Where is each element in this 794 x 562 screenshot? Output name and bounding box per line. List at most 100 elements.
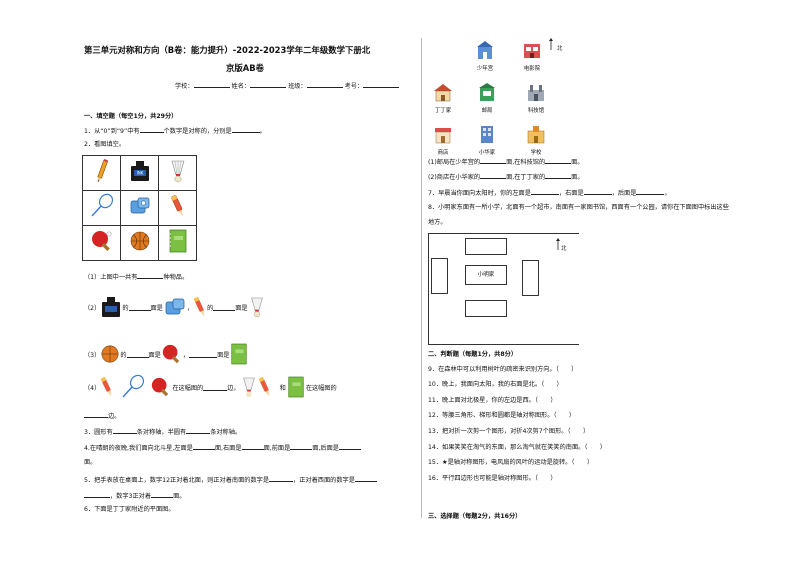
q3-blank-1[interactable] [112, 427, 137, 434]
q7-blank-2[interactable] [583, 188, 612, 195]
xiaoming-map: 小明家 北 [428, 233, 579, 345]
object-grid: INK [82, 155, 197, 261]
shop-icon [435, 128, 451, 144]
school-icon [527, 126, 545, 144]
judge-item: 16．平行四边形也可能是轴对称图形。（ ） [428, 475, 557, 482]
pencil-icon [96, 159, 108, 183]
sub4-blank-1[interactable] [203, 384, 228, 391]
exam-no-label: 考号： [344, 83, 364, 90]
q6-2-blank-1[interactable] [480, 172, 507, 179]
question-5: 5．把手表放在桌面上，数字12正对着北面，则正对着南面的数字是，正对着西面的数字… [84, 475, 377, 485]
sub4-blank-2[interactable] [84, 411, 108, 418]
judge-item: 10．晚上，我面向太阳，我的右面是北。（ ） [428, 381, 563, 388]
ink-bottle-icon [102, 297, 121, 317]
grid-cell [158, 155, 197, 191]
grid-cell [82, 190, 121, 226]
map-place: 邮局 [472, 82, 502, 114]
map-place: 学校 [521, 124, 551, 156]
q1-blank-count[interactable] [139, 126, 164, 133]
ping-pong-paddle-icon [162, 344, 180, 364]
exam-no-field[interactable] [363, 81, 400, 88]
question-5-cont: ，数字3正对着面。 [84, 491, 185, 501]
question-7: 7．早晨当你面向太阳时，你的左面是，右面是，后面是。 [428, 188, 671, 197]
question-4-cont: 面。 [84, 459, 97, 466]
q4-blank-1[interactable] [192, 443, 215, 450]
q4-blank-3[interactable] [290, 443, 313, 450]
pen-icon [258, 376, 269, 397]
pen-icon [193, 296, 205, 317]
map-place: 少年宫 [470, 40, 500, 72]
map-place: 商店 [428, 124, 458, 156]
sub2-blank-1[interactable] [128, 304, 151, 311]
grid-cell [158, 225, 197, 261]
xiaoming-home-box: 小明家 [465, 265, 507, 285]
map-place: 科技馆 [521, 82, 551, 114]
dingding-home-icon [434, 84, 452, 102]
q5-blank-1[interactable] [269, 475, 294, 482]
q7-blank-3[interactable] [636, 188, 665, 195]
q4-blank-2[interactable] [241, 443, 264, 450]
q7-blank-1[interactable] [530, 188, 559, 195]
q6-2-blank-2[interactable] [545, 172, 572, 179]
map-plot-north[interactable] [465, 238, 507, 255]
shuttlecock-icon [171, 160, 184, 183]
map-north-indicator: 北 [555, 238, 566, 252]
pen-icon [100, 376, 112, 397]
sub2-blank-2[interactable] [213, 304, 236, 311]
ping-pong-paddle-icon [152, 377, 169, 397]
school-label: 学校： [175, 83, 194, 90]
badminton-racket-icon [90, 193, 113, 217]
svg-text:INK: INK [136, 171, 143, 176]
question-2-sub4-cont: 边。 [84, 411, 120, 421]
question-6: 6．下面是丁丁家附近的平面图。 [84, 506, 175, 513]
q6-1-blank-2[interactable] [545, 157, 572, 164]
grid-cell [82, 155, 121, 191]
grid-cell: INK [120, 155, 159, 191]
map-plot-south[interactable] [465, 300, 507, 317]
section3-heading: 三、选择题（每题2分，共16分） [428, 513, 522, 520]
q5-blank-2[interactable] [354, 475, 377, 482]
science-museum-icon [528, 85, 544, 101]
notebook-icon [168, 229, 186, 253]
question-2-sub1: （1）上图中一共有种物品。 [84, 272, 189, 281]
question-2: 2．看图填空。 [84, 141, 126, 148]
school-field[interactable] [193, 81, 230, 88]
judge-item: 14．如果笑笑在淘气的东面，那么淘气就在笑笑的南面。（ ） [428, 444, 607, 451]
question-8-cont: 地方。 [428, 219, 447, 226]
basketball-icon [101, 345, 119, 363]
cinema-icon [524, 44, 540, 58]
sub3-blank-2[interactable] [189, 351, 218, 358]
map-plot-east[interactable] [522, 260, 539, 296]
grid-cell [120, 190, 159, 226]
xiaohua-home-icon [481, 126, 493, 143]
question-2-sub2: （2） 的面是 ， 的面是 [84, 292, 266, 322]
section1-heading: 一、填空题（每空1分，共29分） [84, 113, 178, 120]
q6-1-blank-1[interactable] [480, 157, 507, 164]
q4-blank-4[interactable] [339, 443, 361, 450]
grid-cell [158, 190, 197, 226]
grid-cell [82, 225, 121, 261]
map-plot-west[interactable] [431, 258, 448, 294]
sub1-blank[interactable] [137, 272, 164, 279]
q3-blank-2[interactable] [186, 427, 211, 434]
section2-heading: 二、判断题（每题1分，共8分） [428, 351, 518, 358]
sub3-blank-1[interactable] [126, 351, 149, 358]
judge-item: 12．等腰三角形、梯形和圆都是轴对称图形。（ ） [428, 412, 576, 419]
judge-item: 13．把对折一次剪一个图形，对折4次剪7个图形。（ ） [428, 428, 590, 435]
north-arrow-icon [556, 238, 560, 250]
question-2-sub4: （4） 在这幅图的边， 和 在这幅图的 [84, 372, 337, 402]
question-1: 1．从“0”到“9”中有个数字是对称的，分别是。 [84, 126, 266, 135]
class-field[interactable] [306, 81, 343, 88]
basketball-icon [130, 231, 149, 251]
q5-blank-2b[interactable] [84, 491, 110, 498]
pencil-sharpener-icon [165, 298, 185, 315]
name-field[interactable] [250, 81, 287, 88]
map-place: 电影院 [516, 40, 548, 72]
page-title-line1: 第三单元对称和方向（B卷：能力提升）-2022-2023学年二年级数学下册北 [84, 45, 371, 55]
map-place: 小华家 [472, 124, 502, 156]
column-divider [421, 38, 422, 518]
name-label: 姓名： [231, 83, 251, 90]
pencil-sharpener-icon [130, 197, 149, 214]
q5-blank-3[interactable] [151, 491, 174, 498]
q1-blank-digits[interactable] [231, 126, 260, 133]
